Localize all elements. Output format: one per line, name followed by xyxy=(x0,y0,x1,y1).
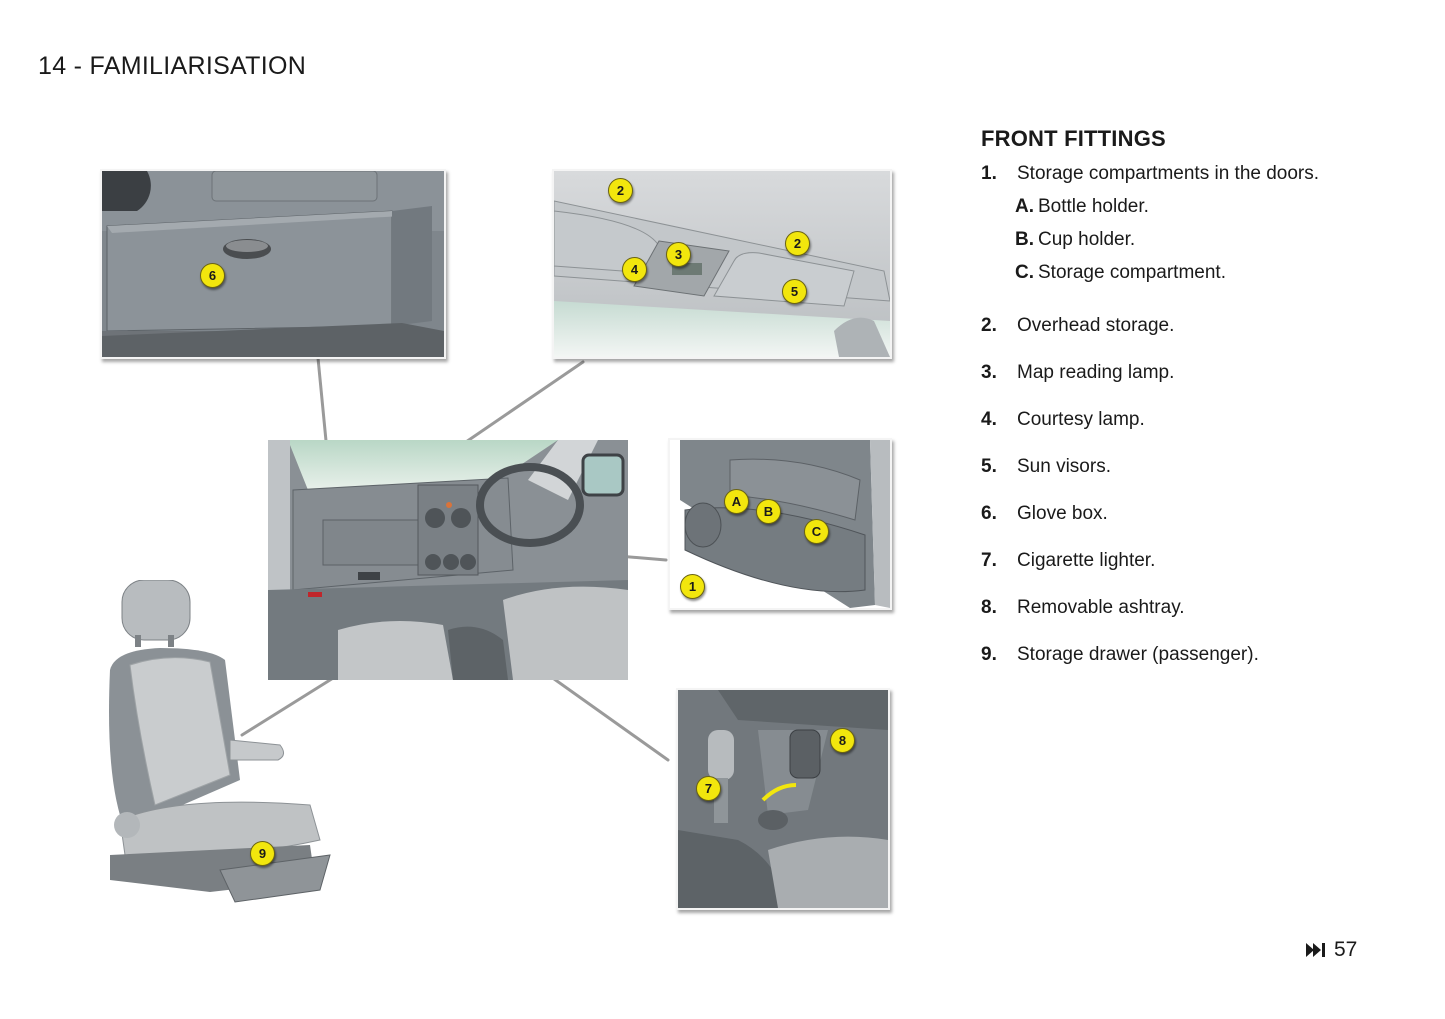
callout-badge-4: 4 xyxy=(622,257,647,282)
list-item-1: 1. Storage compartments in the doors. xyxy=(981,164,1359,184)
glovebox-illustration: 6 xyxy=(100,169,446,359)
list-item-3: 3. Map reading lamp. xyxy=(981,363,1359,383)
sublist-item-B: B. Cup holder. xyxy=(981,230,1359,250)
connector-overhead xyxy=(461,360,585,446)
front-fittings-section: FRONT FITTINGS 1. Storage compartments i… xyxy=(981,126,1359,692)
page-number: 57 xyxy=(1334,938,1358,961)
item-number: 3. xyxy=(981,362,997,383)
sub-text: Storage compartment. xyxy=(1038,262,1226,283)
sub-letter: B. xyxy=(1015,229,1034,250)
item-number: 2. xyxy=(981,315,997,336)
callout-badge-B: B xyxy=(756,499,781,524)
callout-badge-C: C xyxy=(804,519,829,544)
callout-badge-A: A xyxy=(724,489,749,514)
item-number: 8. xyxy=(981,597,997,618)
callout-badge-1: 1 xyxy=(680,574,705,599)
item-text: Overhead storage. xyxy=(1017,315,1175,336)
item-text: Sun visors. xyxy=(1017,456,1111,477)
callout-badge-5: 5 xyxy=(782,279,807,304)
sublist-item-C: C. Storage compartment. xyxy=(981,263,1359,283)
item-number: 7. xyxy=(981,550,997,571)
list-item-7: 7. Cigarette lighter. xyxy=(981,551,1359,571)
sub-letter: A. xyxy=(1015,196,1034,217)
list-item-6: 6. Glove box. xyxy=(981,504,1359,524)
item-number: 4. xyxy=(981,409,997,430)
item-text: Glove box. xyxy=(1017,503,1108,524)
item-text: Cigarette lighter. xyxy=(1017,550,1156,571)
callout-badge-2-right: 2 xyxy=(785,231,810,256)
callout-badge-7: 7 xyxy=(696,776,721,801)
sub-text: Cup holder. xyxy=(1038,229,1136,250)
item-text: Removable ashtray. xyxy=(1017,597,1185,618)
callout-badge-3: 3 xyxy=(666,242,691,267)
list-item-2: 2. Overhead storage. xyxy=(981,316,1359,336)
page-header: 14 - FAMILIARISATION xyxy=(38,52,307,80)
item-number: 6. xyxy=(981,503,997,524)
callout-badge-6: 6 xyxy=(200,263,225,288)
passenger-seat-illustration: 9 xyxy=(100,579,335,910)
list-item-5: 5. Sun visors. xyxy=(981,457,1359,477)
sub-letter: C. xyxy=(1015,262,1034,283)
list-item-9: 9. Storage drawer (passenger). xyxy=(981,645,1359,665)
skip-forward-icon[interactable] xyxy=(1306,943,1326,957)
list-item-4: 4. Courtesy lamp. xyxy=(981,410,1359,430)
callout-badge-9: 9 xyxy=(250,841,275,866)
item-text: Courtesy lamp. xyxy=(1017,409,1145,430)
sublist-item-1: A. Bottle holder. B. Cup holder. C. Stor… xyxy=(981,197,1359,283)
item-number: 9. xyxy=(981,644,997,665)
center-console-illustration: 8 7 xyxy=(676,688,890,910)
callout-badge-8: 8 xyxy=(830,728,855,753)
item-text: Map reading lamp. xyxy=(1017,362,1175,383)
item-text: Storage compartments in the doors. xyxy=(1017,163,1320,184)
callout-badge-2-left: 2 xyxy=(608,178,633,203)
sublist-item-A: A. Bottle holder. xyxy=(981,197,1359,217)
item-text: Storage drawer (passenger). xyxy=(1017,644,1259,665)
door-storage-illustration: A B C 1 xyxy=(668,438,892,610)
sub-text: Bottle holder. xyxy=(1038,196,1149,217)
overhead-illustration: 2 2 3 4 5 xyxy=(552,169,892,359)
item-number: 1. xyxy=(981,163,997,184)
page-footer: 57 xyxy=(1306,938,1357,962)
section-title: FRONT FITTINGS xyxy=(981,126,1166,151)
list-item-8: 8. Removable ashtray. xyxy=(981,598,1359,618)
item-number: 5. xyxy=(981,456,997,477)
cabin-overview-illustration xyxy=(268,440,628,680)
